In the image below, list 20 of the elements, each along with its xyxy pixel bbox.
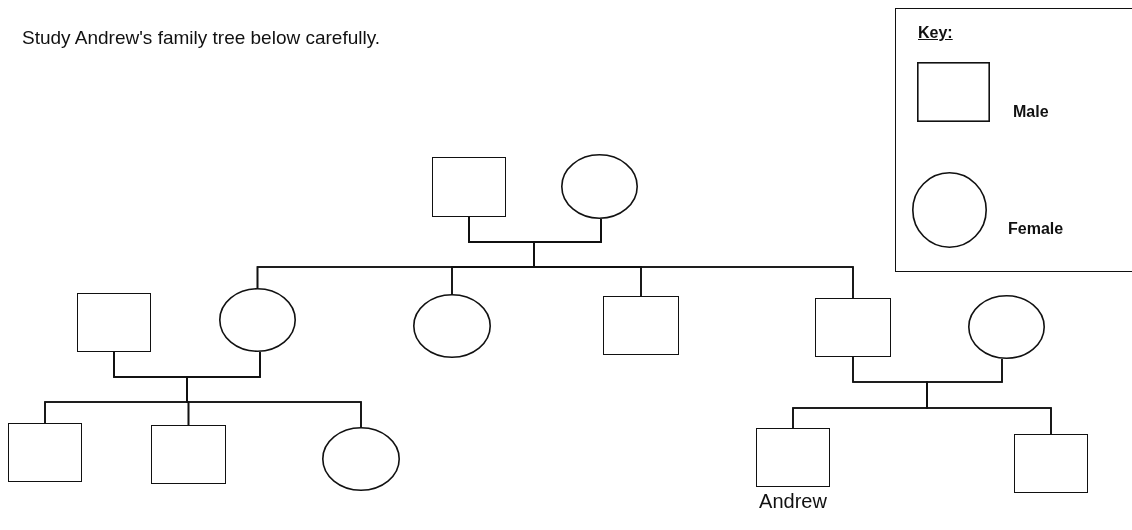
instruction-text: Study Andrew's family tree below carefully. bbox=[22, 27, 381, 49]
female-circle bbox=[413, 294, 491, 358]
pedigree-line bbox=[533, 218, 854, 299]
legend-text: Female bbox=[1008, 220, 1064, 238]
male-square bbox=[151, 425, 226, 484]
male-square bbox=[432, 157, 506, 217]
key-heading: Key: bbox=[918, 24, 953, 42]
female-circle bbox=[968, 295, 1045, 359]
female-circle bbox=[561, 154, 638, 219]
female-circle bbox=[322, 427, 400, 491]
male-square bbox=[77, 293, 151, 352]
female-circle bbox=[219, 288, 296, 352]
pedigree-line bbox=[186, 351, 362, 428]
male-square bbox=[603, 296, 679, 355]
legend-text: Male bbox=[1013, 103, 1049, 121]
male-square bbox=[815, 298, 891, 357]
pedigree-line bbox=[926, 358, 1052, 435]
male-square bbox=[1014, 434, 1088, 493]
name-label: Andrew bbox=[759, 490, 827, 513]
male-square bbox=[8, 423, 82, 482]
